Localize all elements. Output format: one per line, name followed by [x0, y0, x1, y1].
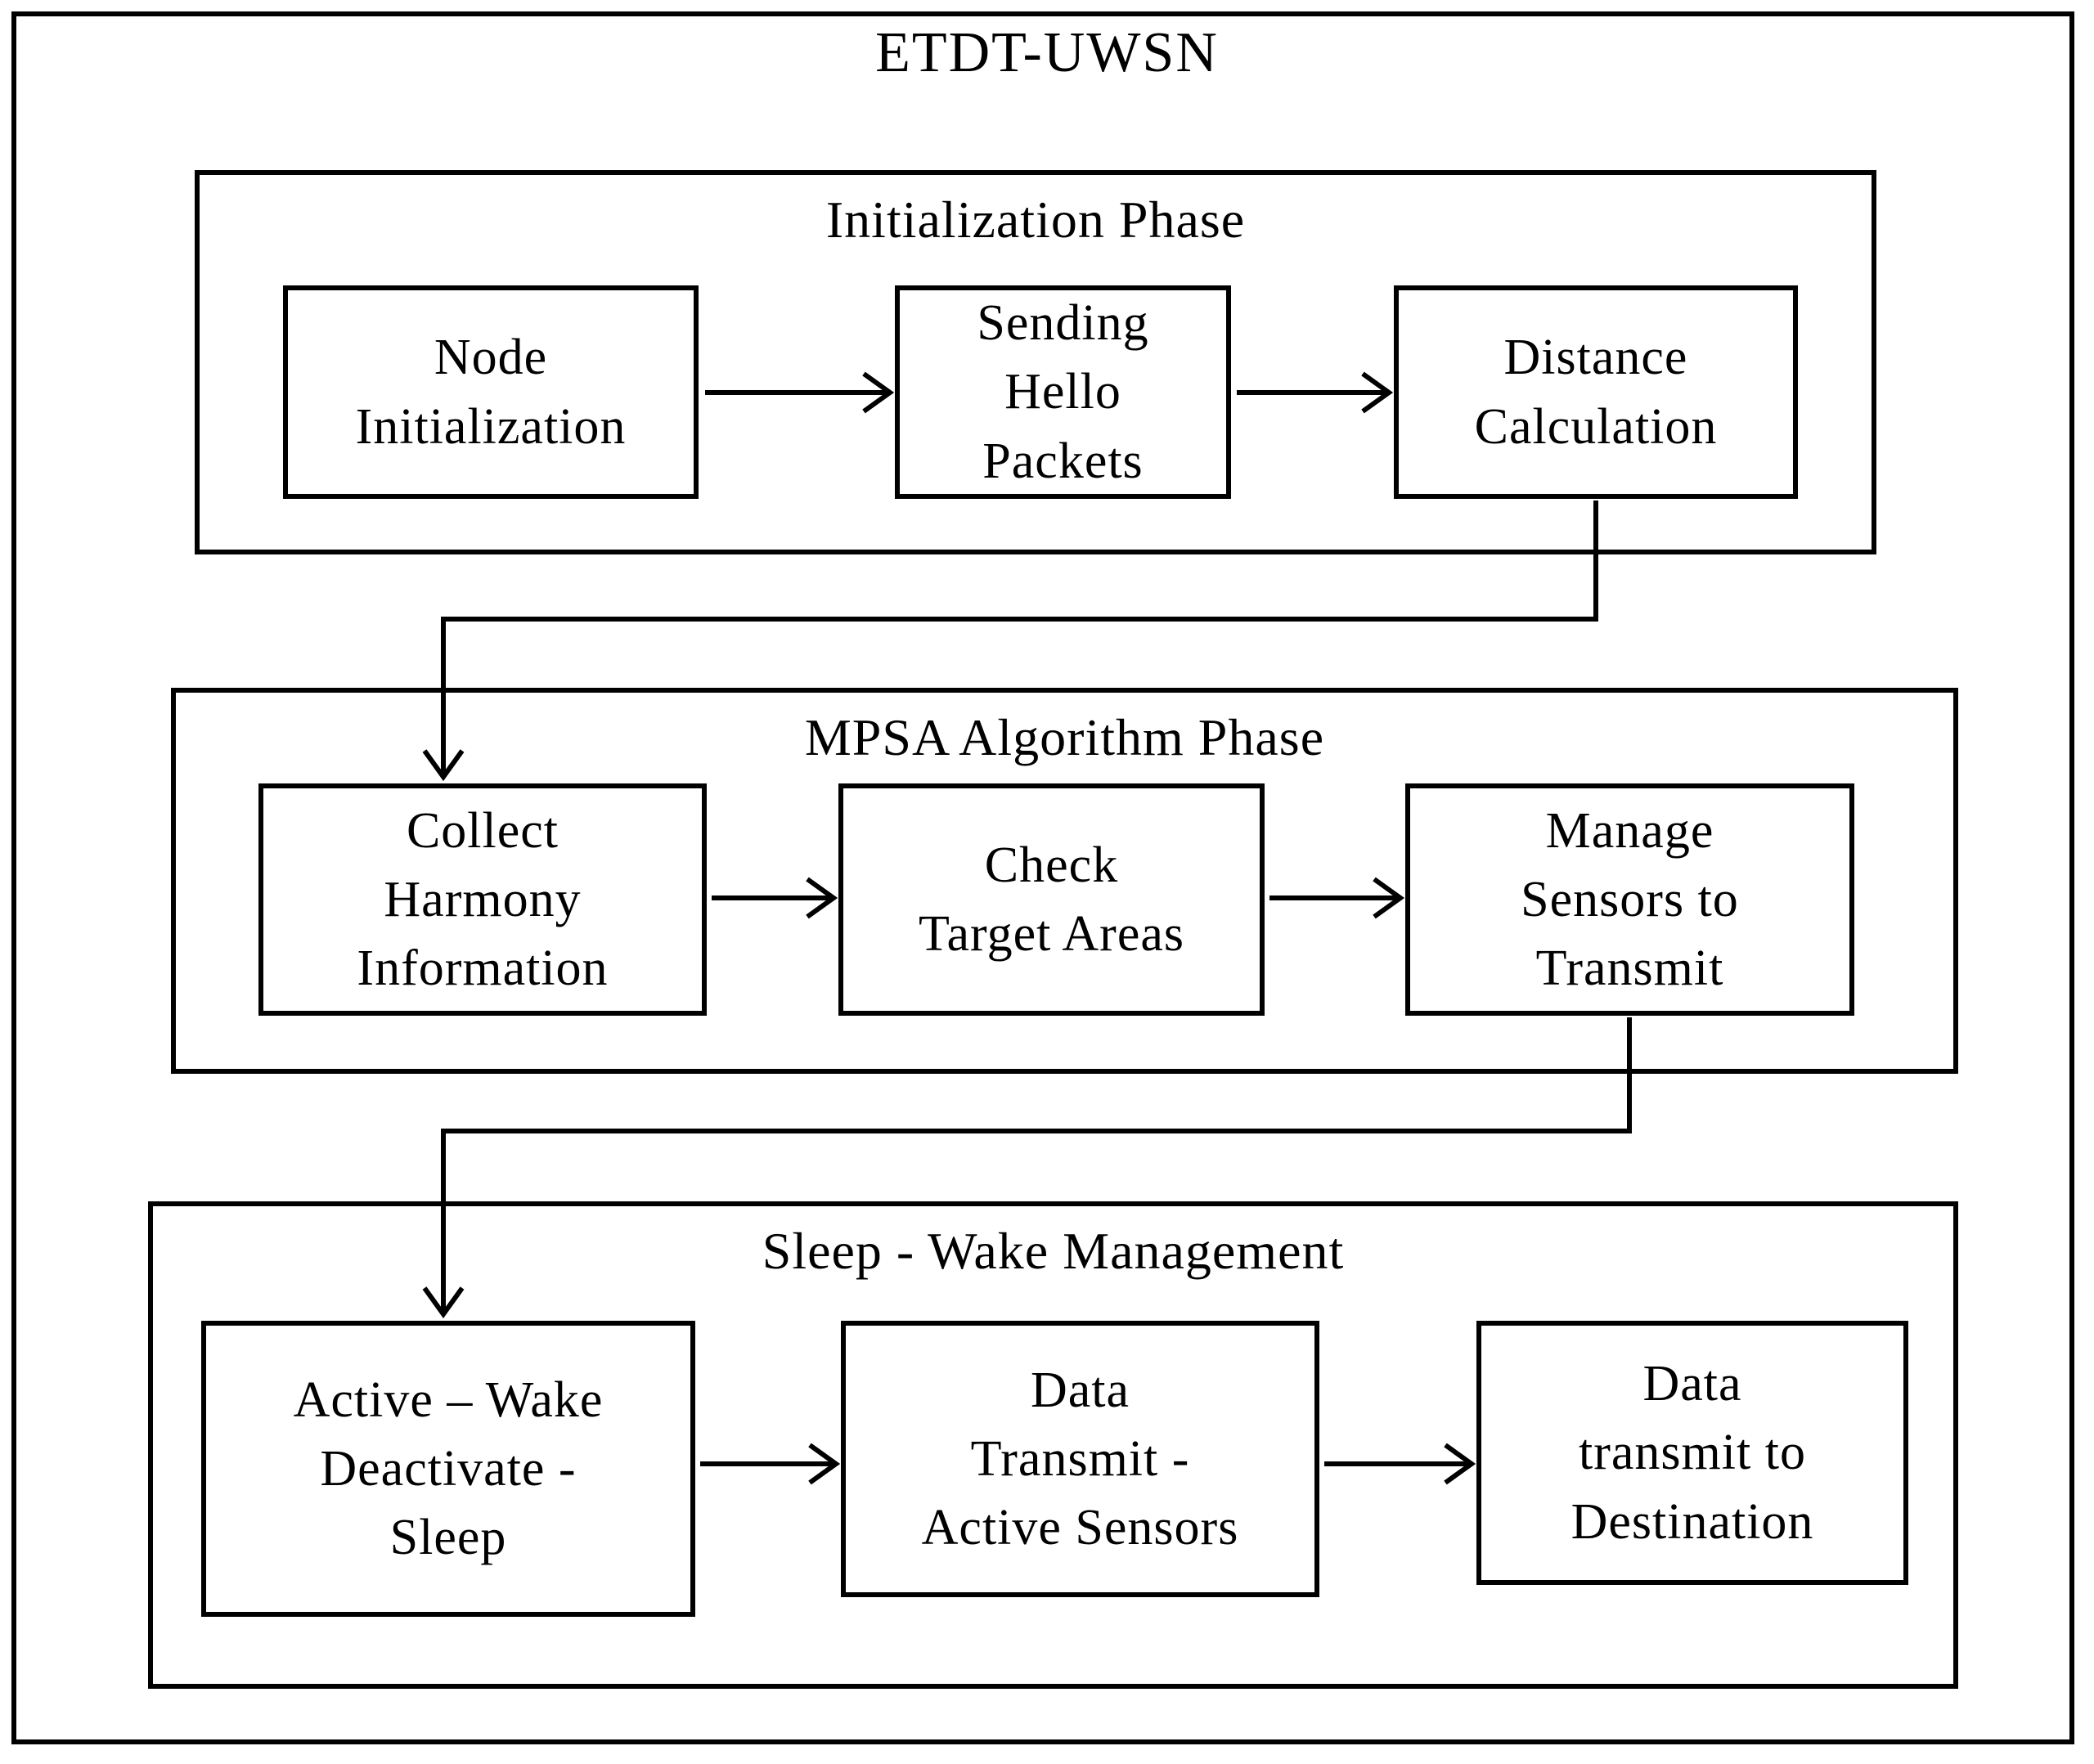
box-distance-calculation: Distance Calculation — [1394, 285, 1798, 499]
box-data-transmit-to-destination: Data transmit to Destination — [1476, 1321, 1908, 1585]
box-data-transmit-active-sensors-label: Data Transmit - Active Sensors — [921, 1362, 1239, 1556]
box-collect-harmony-information: Collect Harmony Information — [258, 783, 707, 1016]
box-distance-calculation-label: Distance Calculation — [1474, 330, 1718, 455]
box-sending-hello-packets: Sending Hello Packets — [895, 285, 1231, 499]
box-node-initialization-label: Node Initialization — [355, 330, 627, 455]
outer-frame — [11, 11, 2074, 1744]
box-data-transmit-to-destination-label: Data transmit to Destination — [1570, 1356, 1814, 1550]
box-manage-sensors-to-transmit-label: Manage Sensors to Transmit — [1521, 802, 1739, 997]
box-active-wake-deactivate-sleep: Active – Wake Deactivate - Sleep — [201, 1321, 695, 1617]
box-manage-sensors-to-transmit: Manage Sensors to Transmit — [1405, 783, 1854, 1016]
diagram-title: ETDT-UWSN — [875, 21, 1219, 84]
box-collect-harmony-information-label: Collect Harmony Information — [357, 802, 609, 997]
box-check-target-areas-label: Check Target Areas — [919, 837, 1184, 962]
phase-label-initialization: Initialization Phase — [825, 191, 1246, 249]
box-check-target-areas: Check Target Areas — [838, 783, 1265, 1016]
box-active-wake-deactivate-sleep-label: Active – Wake Deactivate - Sleep — [293, 1371, 604, 1566]
phase-label-mpsa-algorithm: MPSA Algorithm Phase — [804, 708, 1325, 766]
box-sending-hello-packets-label: Sending Hello Packets — [977, 295, 1149, 489]
box-data-transmit-active-sensors: Data Transmit - Active Sensors — [841, 1321, 1319, 1597]
phase-label-sleep-wake: Sleep - Wake Management — [762, 1222, 1345, 1280]
box-node-initialization: Node Initialization — [283, 285, 699, 499]
